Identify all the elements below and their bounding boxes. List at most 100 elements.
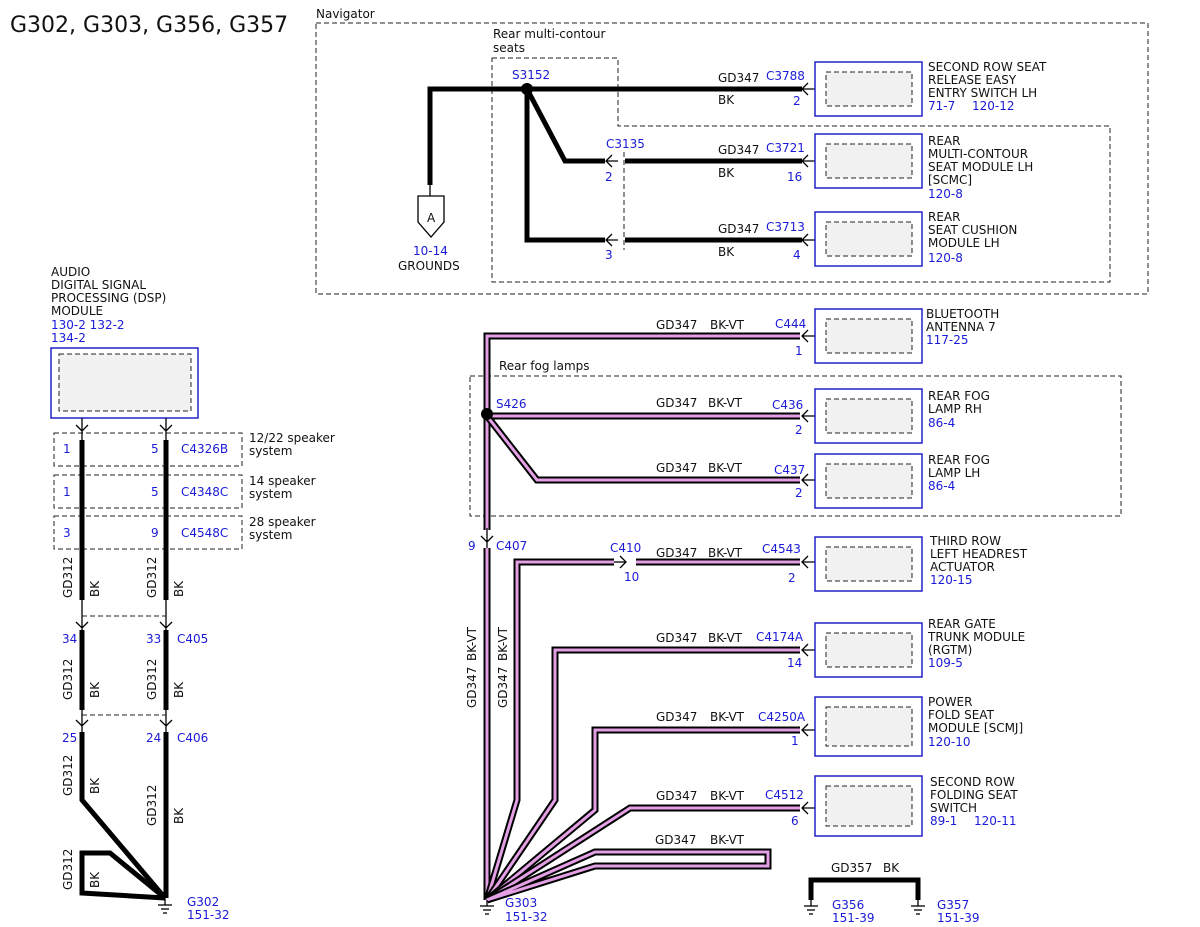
component-box[interactable] xyxy=(814,696,923,757)
ground-name[interactable]: G303 xyxy=(505,896,537,910)
connector-id[interactable]: C406 xyxy=(177,731,208,745)
wire-circuit: GD312 xyxy=(61,755,75,796)
component-ref[interactable]: 120-10 xyxy=(928,735,971,749)
ground-name[interactable]: G302 xyxy=(187,895,219,909)
dsp-name: DIGITAL SIGNAL xyxy=(51,278,146,292)
c407-connector[interactable]: C407 xyxy=(496,539,527,553)
dsp-ref[interactable]: 134-2 xyxy=(51,331,86,345)
wire-circuit: GD312 xyxy=(61,849,75,890)
component-name: ANTENNA 7 xyxy=(926,320,996,334)
component-box[interactable] xyxy=(814,211,923,267)
connector-arrow xyxy=(801,801,815,815)
wire-circuit: GD347 xyxy=(656,789,697,803)
component-inner xyxy=(825,71,913,107)
component-ref[interactable]: 120-15 xyxy=(930,573,973,587)
component-inner xyxy=(825,546,913,582)
wire-circuit: GD312 xyxy=(145,557,159,598)
wire-circuit: GD347 xyxy=(656,546,697,560)
component-name: LAMP RH xyxy=(928,402,982,416)
speaker-row-box xyxy=(53,515,243,550)
dsp-module-box[interactable] xyxy=(50,347,199,419)
connector-arrow xyxy=(605,233,618,247)
component-inner xyxy=(825,318,913,354)
connector-arrow xyxy=(75,600,89,630)
component-name: SECOND ROW xyxy=(930,775,1015,789)
component-box[interactable] xyxy=(814,308,923,364)
wire-s3152-c3135-pin2 xyxy=(524,87,605,164)
connector-id[interactable]: C436 xyxy=(772,398,803,412)
component-ref[interactable]: 120-8 xyxy=(928,251,963,265)
connector-id[interactable]: C3788 xyxy=(766,69,805,83)
connector-id[interactable]: C4348C xyxy=(181,485,228,499)
component-ref[interactable]: 117-25 xyxy=(926,333,969,347)
component-ref[interactable]: 89-1 xyxy=(930,814,957,828)
component-box[interactable] xyxy=(814,536,923,592)
wire-color: BK-VT xyxy=(710,710,745,724)
component-box[interactable] xyxy=(814,775,923,837)
connector-arrow xyxy=(801,233,815,247)
component-box[interactable] xyxy=(814,388,923,444)
connector-pin: 6 xyxy=(791,814,799,828)
wire-color: BK xyxy=(88,580,102,597)
connector-id[interactable]: C444 xyxy=(775,317,806,331)
speaker-label: system xyxy=(249,528,292,542)
component-name: ACTUATOR xyxy=(930,560,995,574)
ground-name[interactable]: G357 xyxy=(937,898,969,912)
connector-pin: 1 xyxy=(795,344,803,358)
component-ref[interactable]: 71-7 xyxy=(928,99,955,113)
component-ref[interactable]: 86-4 xyxy=(928,416,955,430)
nav-row-c3713: GD347 BK C3713 4 REAR SEAT CUSHION MODUL… xyxy=(718,210,1017,267)
nav-row-c3788: GD347 BK C3788 2 SECOND ROW SEAT RELEASE… xyxy=(718,60,1047,117)
component-inner xyxy=(825,143,913,179)
inline-connector-c410[interactable]: C410 xyxy=(610,541,641,555)
component-ref[interactable]: 120-8 xyxy=(928,187,963,201)
connector-id[interactable]: C3713 xyxy=(766,220,805,234)
connector-pin: 16 xyxy=(787,170,802,184)
connector-arrow xyxy=(159,418,173,440)
component-name: SWITCH xyxy=(930,801,977,815)
wire-s3152-c3135-pin3 xyxy=(524,89,605,243)
component-name: ENTRY SWITCH LH xyxy=(928,86,1037,100)
connector-id[interactable]: C4548C xyxy=(181,526,228,540)
connector-id[interactable]: C437 xyxy=(774,463,805,477)
wire-circuit: GD312 xyxy=(145,659,159,700)
ground-ref[interactable]: 151-32 xyxy=(187,908,230,922)
nav-row-c3721: GD347 BK C3721 16 REAR MULTI-CONTOUR SEA… xyxy=(718,133,1033,201)
connector-id[interactable]: C4174A xyxy=(756,630,804,644)
ground-name[interactable]: G356 xyxy=(832,898,864,912)
connector-pin: 2 xyxy=(793,94,801,108)
component-box[interactable] xyxy=(814,61,923,117)
ground-ref[interactable]: 151-32 xyxy=(505,910,548,924)
rear-fog-lamps-label: Rear fog lamps xyxy=(499,359,590,373)
grounds-ref-page[interactable]: 10-14 xyxy=(413,244,448,258)
navigator-region xyxy=(315,22,1149,295)
component-ref[interactable]: 109-5 xyxy=(928,656,963,670)
dsp-ref[interactable]: 130-2 132-2 xyxy=(51,318,125,332)
component-name: REAR xyxy=(928,134,960,148)
wire-circuit: GD347 xyxy=(656,710,697,724)
component-name: TRUNK MODULE xyxy=(927,630,1025,644)
ground-ref[interactable]: 151-39 xyxy=(832,911,875,925)
component-box[interactable] xyxy=(814,453,923,509)
navigator-label: Navigator xyxy=(316,7,375,21)
component-box[interactable] xyxy=(814,622,923,678)
connector-id[interactable]: C3721 xyxy=(766,141,805,155)
inline-pin: 3 xyxy=(605,248,613,262)
connector-id[interactable]: C4326B xyxy=(181,442,228,456)
connector-id[interactable]: C4512 xyxy=(765,788,804,802)
component-name: MODULE LH xyxy=(928,236,1000,250)
connector-arrow xyxy=(801,643,815,657)
component-inner xyxy=(825,706,913,747)
component-box[interactable] xyxy=(814,133,923,189)
connector-id[interactable]: C4543 xyxy=(762,542,801,556)
vertical-wire-circuit: GD347 xyxy=(465,667,479,708)
connector-id[interactable]: C405 xyxy=(177,632,208,646)
component-ref[interactable]: 120-12 xyxy=(972,99,1015,113)
wire-circuit: GD312 xyxy=(61,557,75,598)
connector-id[interactable]: C4250A xyxy=(758,710,806,724)
ground-ref[interactable]: 151-39 xyxy=(937,911,980,925)
component-ref[interactable]: 120-11 xyxy=(974,814,1017,828)
splice-s3152 xyxy=(521,83,533,95)
component-ref[interactable]: 86-4 xyxy=(928,479,955,493)
rear-multi-contour-region xyxy=(491,57,1111,283)
